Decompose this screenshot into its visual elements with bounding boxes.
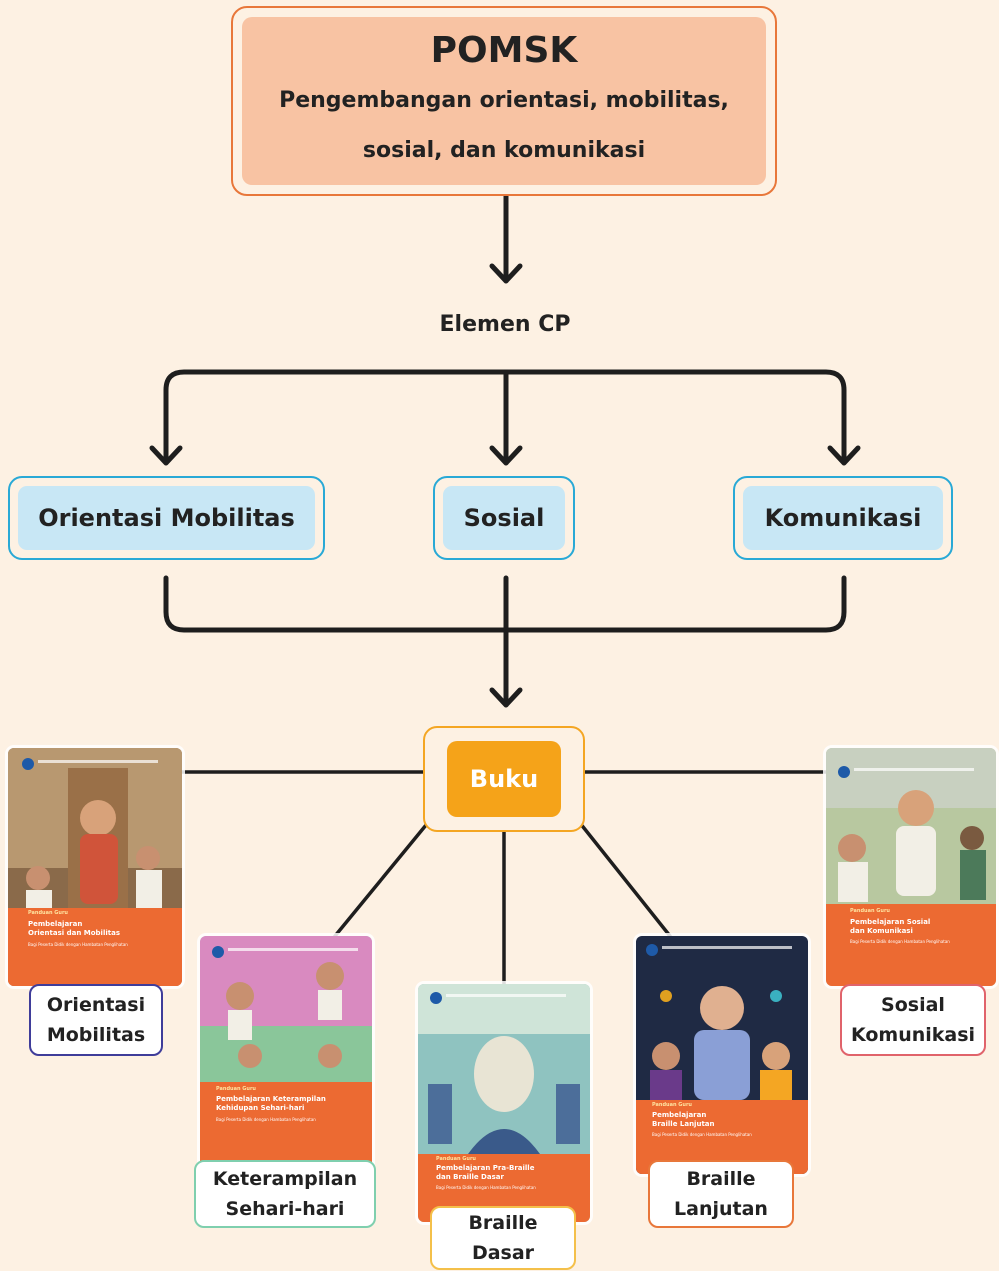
book-caption-braille-dasar: Braille Dasar: [430, 1206, 576, 1270]
arrowhead-sosial: [489, 445, 523, 466]
line-to-book-2: [333, 806, 442, 938]
element-label-komunikasi: Komunikasi: [743, 486, 943, 550]
cover-title-1: Pembelajaran Orientasi dan Mobilitas: [28, 920, 120, 937]
line-to-book-4: [566, 806, 672, 938]
element-box-komunikasi: Komunikasi: [733, 476, 953, 560]
cover-series-3: Panduan Guru: [436, 1156, 476, 1162]
element-box-sosial: Sosial: [433, 476, 575, 560]
cover-sub-4: Bagi Peserta Didik dengan Hambatan Pengl…: [652, 1132, 752, 1137]
book-cover-braille-lanjutan: Panduan Guru Pembelajaran Braille Lanjut…: [636, 936, 808, 1174]
buku-arrow-head: [489, 687, 523, 708]
cover-title-2: Pembelajaran Keterampilan Kehidupan Seha…: [216, 1095, 326, 1112]
book-cover-sosial-komunikasi: Panduan Guru Pembelajaran Sosial dan Kom…: [826, 748, 996, 986]
arrowhead-orientasi: [149, 445, 183, 466]
title-box-inner: POMSK Pengembangan orientasi, mobilitas,…: [242, 17, 766, 185]
buku-label: Buku: [447, 741, 561, 817]
cover-title-5: Pembelajaran Sosial dan Komunikasi: [850, 918, 931, 935]
element-box-orientasi-mobilitas: Orientasi Mobilitas: [8, 476, 325, 560]
element-label-sosial: Sosial: [443, 486, 565, 550]
cover-series-5: Panduan Guru: [850, 908, 890, 914]
book-caption-sosial-komunikasi: Sosial Komunikasi: [840, 984, 986, 1056]
cover-series-2: Panduan Guru: [216, 1086, 256, 1092]
cover-title-4: Pembelajaran Braille Lanjutan: [652, 1111, 715, 1128]
book-cover-orientasi-mobilitas: Panduan Guru Pembelajaran Orientasi dan …: [8, 748, 182, 986]
book-caption-orientasi-mobilitas: Orientasi Mobilitas: [29, 984, 163, 1056]
cover-series-4: Panduan Guru: [652, 1102, 692, 1108]
buku-box: Buku: [423, 726, 585, 832]
book-cover-braille-dasar: Panduan Guru Pembelajaran Pra-Braille da…: [418, 984, 590, 1222]
title-main: POMSK: [430, 30, 578, 71]
cover-series-1: Panduan Guru: [28, 910, 68, 916]
book-cover-keterampilan: Panduan Guru Pembelajaran Keterampilan K…: [200, 936, 372, 1174]
title-line-2: sosial, dan komunikasi: [362, 138, 646, 163]
arrowhead-komunikasi: [827, 445, 861, 466]
element-label-orientasi-mobilitas: Orientasi Mobilitas: [18, 486, 315, 550]
title-box: POMSK Pengembangan orientasi, mobilitas,…: [231, 6, 777, 196]
cover-sub-2: Bagi Peserta Didik dengan Hambatan Pengl…: [216, 1117, 316, 1122]
cover-sub-1: Bagi Peserta Didik dengan Hambatan Pengl…: [28, 942, 128, 947]
elemen-cp-label: Elemen CP: [439, 312, 571, 337]
title-arrow-head: [489, 263, 523, 284]
cover-sub-5: Bagi Peserta Didik dengan Hambatan Pengl…: [850, 939, 950, 944]
book-caption-braille-lanjutan: Braille Lanjutan: [648, 1160, 794, 1228]
cover-title-3: Pembelajaran Pra-Braille dan Braille Das…: [436, 1164, 535, 1181]
book-caption-keterampilan: Keterampilan Sehari-hari: [194, 1160, 376, 1228]
cover-sub-3: Bagi Peserta Didik dengan Hambatan Pengl…: [436, 1185, 536, 1190]
title-line-1: Pengembangan orientasi, mobilitas,: [279, 88, 729, 113]
